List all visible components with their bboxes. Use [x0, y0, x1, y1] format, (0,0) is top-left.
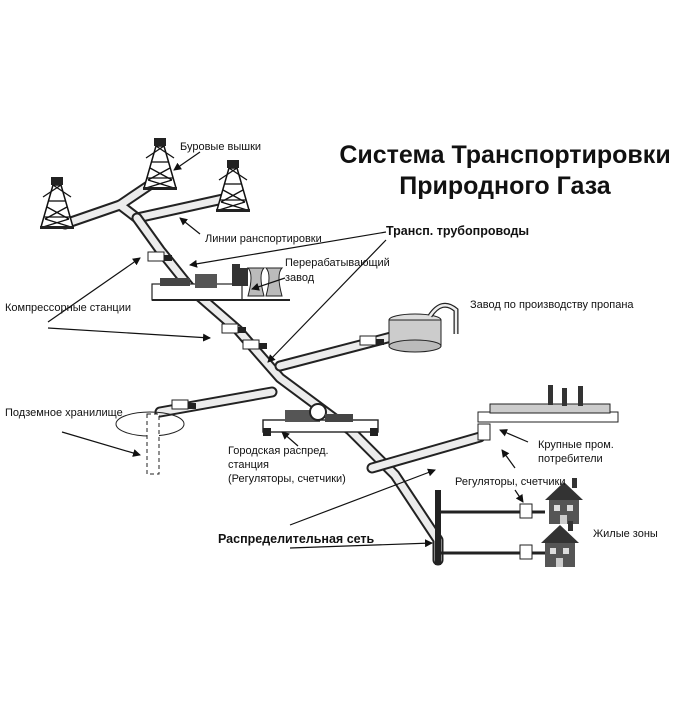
drilling-rig-icon: [215, 159, 251, 213]
underground-storage-icon: [115, 411, 185, 475]
compressor-station-icon: [221, 323, 247, 334]
diagram-title-line1: Система Транспортировки: [339, 141, 670, 169]
label-transport-lines: Линии ранспортировки: [205, 233, 322, 245]
label-processing-plant-2: завод: [285, 272, 315, 284]
label-propane-plant: Завод по производству пропана: [470, 299, 634, 311]
house-icon: [541, 521, 579, 567]
label-residential-zones: Жилые зоны: [593, 528, 658, 540]
industrial-plant-icon: [477, 385, 619, 441]
main-pipeline: [131, 212, 444, 566]
label-underground-storage: Подземное хранилище: [5, 407, 123, 419]
distribution-network: [435, 490, 545, 565]
label-regulators-meters: Регуляторы, счетчики: [455, 476, 566, 488]
drilling-rig-icon: [39, 176, 75, 230]
label-processing-plant-1: Перерабатывающий: [285, 257, 390, 269]
label-city-station-1: Городская распред.: [228, 445, 329, 457]
label-transport-pipelines: Трансп. трубопроводы: [386, 224, 529, 238]
label-city-station-2: станция: [228, 459, 269, 471]
meter-icon: [519, 544, 533, 560]
drilling-rig-icon: [142, 137, 178, 191]
meter-icon: [519, 503, 533, 519]
label-city-station-3: (Регуляторы, счетчики): [228, 473, 346, 485]
diagram-title-line2: Природного Газа: [399, 172, 612, 200]
label-large-consumers-1: Крупные пром.: [538, 439, 614, 451]
label-drilling-rigs: Буровые вышки: [180, 141, 261, 153]
label-distribution-network: Распределительная сеть: [218, 532, 375, 546]
pointer-arrows: [47, 151, 529, 549]
compressor-station-icon: [242, 339, 268, 350]
label-large-consumers-2: потребители: [538, 453, 603, 465]
propane-plant-icon: [388, 302, 459, 353]
city-distribution-station-icon: [262, 403, 379, 436]
